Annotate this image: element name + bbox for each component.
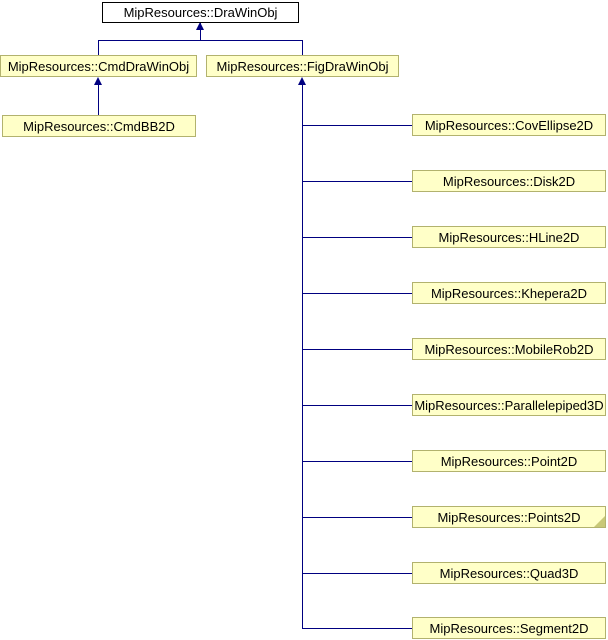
node-mobilerob2d[interactable]: MipResources::MobileRob2D: [412, 338, 606, 360]
hidden-subclasses-fold-icon: [594, 516, 605, 527]
node-khepera2d[interactable]: MipResources::Khepera2D: [412, 282, 606, 304]
inheritance-arrow-up-icon: [94, 77, 102, 85]
inheritance-edge: [303, 405, 412, 406]
inheritance-edge: [302, 85, 303, 629]
node-segment2d[interactable]: MipResources::Segment2D: [412, 617, 606, 639]
inheritance-arrow-up-icon: [196, 22, 204, 30]
inheritance-edge: [303, 125, 412, 126]
inheritance-edge: [200, 22, 201, 40]
node-disk2d[interactable]: MipResources::Disk2D: [412, 170, 606, 192]
inheritance-edge: [303, 461, 412, 462]
node-parallelepiped3d[interactable]: MipResources::Parallelepiped3D: [412, 394, 606, 416]
inheritance-edge: [303, 517, 412, 518]
inheritance-edge: [98, 85, 99, 115]
node-point2d[interactable]: MipResources::Point2D: [412, 450, 606, 472]
node-cmdbb2d[interactable]: MipResources::CmdBB2D: [2, 115, 196, 137]
node-hline2d[interactable]: MipResources::HLine2D: [412, 226, 606, 248]
inheritance-edge: [303, 293, 412, 294]
inheritance-edge: [98, 40, 99, 55]
inheritance-edge: [303, 181, 412, 182]
inheritance-edge: [303, 573, 412, 574]
inheritance-edge: [303, 349, 412, 350]
inheritance-arrow-up-icon: [298, 77, 306, 85]
inheritance-edge: [303, 237, 412, 238]
node-figdrawinobj[interactable]: MipResources::FigDraWinObj: [206, 55, 399, 77]
node-covellipse2d[interactable]: MipResources::CovEllipse2D: [412, 114, 606, 136]
inheritance-edge: [98, 40, 303, 41]
node-points2d[interactable]: MipResources::Points2D: [412, 506, 606, 528]
node-points2d-label: MipResources::Points2D: [437, 509, 581, 525]
inheritance-edge: [302, 40, 303, 55]
node-cmddrawinobj[interactable]: MipResources::CmdDraWinObj: [0, 55, 197, 77]
node-quad3d[interactable]: MipResources::Quad3D: [412, 562, 606, 584]
node-drawinobj[interactable]: MipResources::DraWinObj: [102, 2, 299, 23]
inheritance-edge: [303, 628, 412, 629]
